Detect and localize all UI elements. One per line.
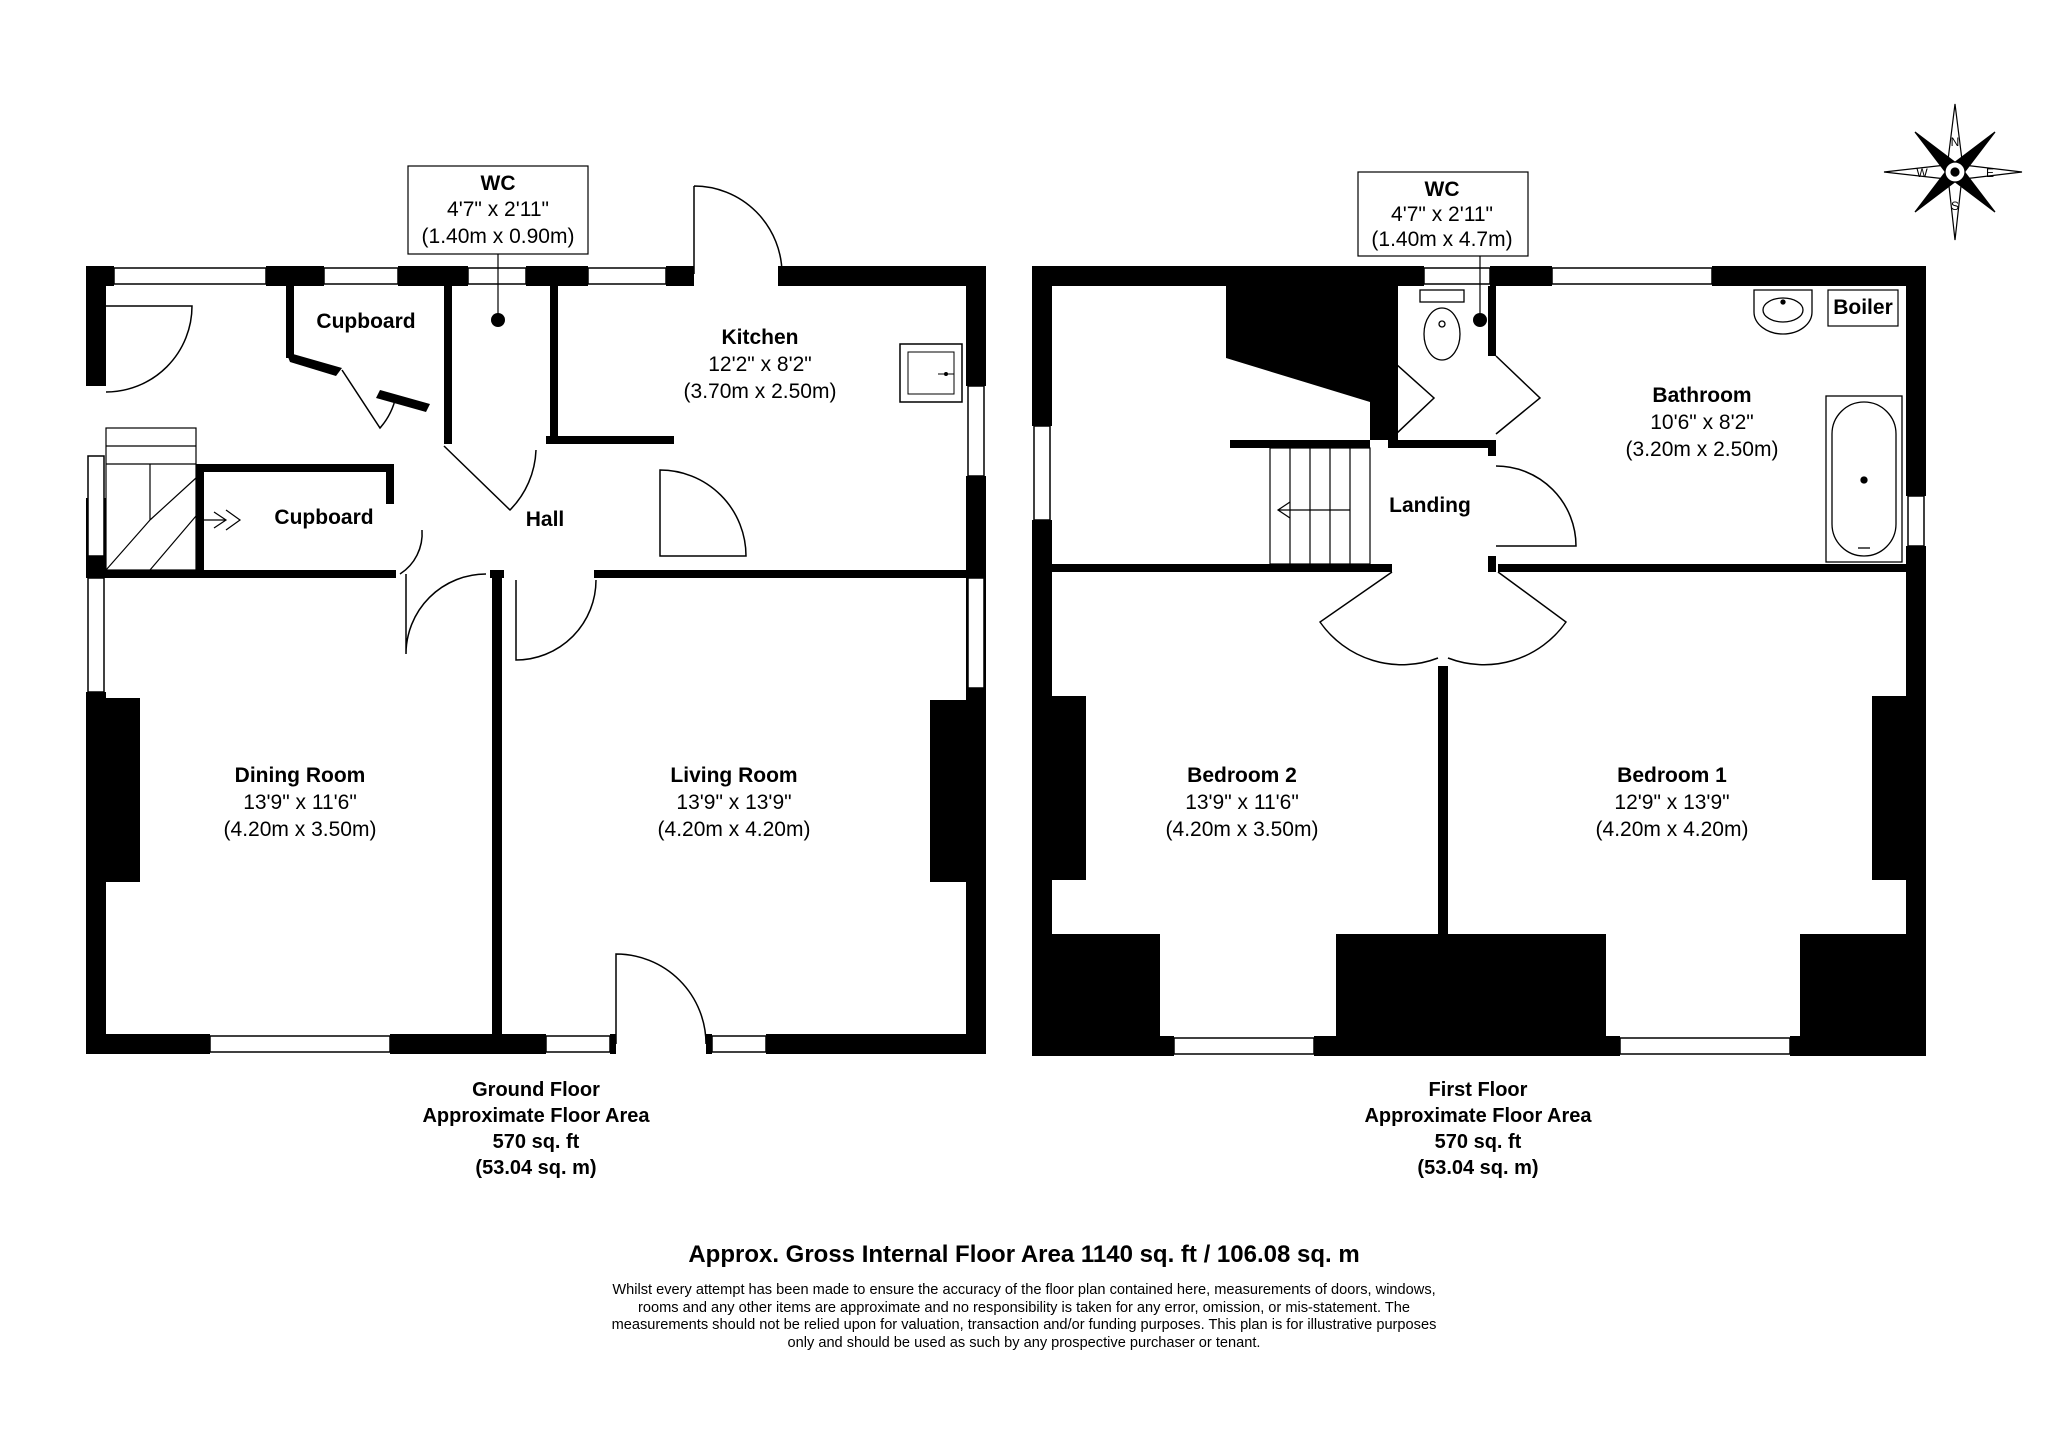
bathroom-size-metric: (3.20m x 2.50m) — [1626, 438, 1779, 461]
total-floor-area: Approx. Gross Internal Floor Area 1140 s… — [688, 1241, 1359, 1268]
cupboard-lower-name: Cupboard — [274, 506, 373, 529]
first-floor-stairs — [1269, 447, 1371, 565]
first-wc-size-imperial: 4'7" x 2'11" — [1391, 203, 1493, 226]
toilet-icon — [1419, 289, 1465, 361]
living-room-size-imperial: 13'9" x 13'9" — [676, 791, 791, 814]
basin-icon — [1753, 289, 1813, 335]
bedroom-1-size-metric: (4.20m x 4.20m) — [1596, 818, 1749, 841]
hall-name: Hall — [526, 508, 565, 531]
bedroom-2-size-imperial: 13'9" x 11'6" — [1185, 791, 1299, 814]
ground-floor-walls — [86, 266, 986, 1054]
disclaimer-line: measurements should not be relied upon f… — [611, 1317, 1437, 1333]
ground-caption-sqft: 570 sq. ft — [493, 1131, 580, 1153]
first-wc-size-metric: (1.40m x 4.7m) — [1371, 228, 1512, 251]
boiler-box — [1827, 289, 1899, 327]
compass-e-label: E — [1986, 166, 1994, 180]
disclaimer-line: Whilst every attempt has been made to en… — [612, 1282, 1436, 1298]
disclaimer-line: only and should be used as such by any p… — [787, 1334, 1261, 1351]
dining-room-size-metric: (4.20m x 3.50m) — [224, 818, 377, 841]
first-wc-label-box — [1357, 171, 1529, 257]
disclaimer: Whilst every attempt has been made to en… — [524, 1282, 1524, 1352]
kitchen-size-metric: (3.70m x 2.50m) — [684, 380, 837, 403]
ground-floor-doors — [105, 185, 783, 1045]
living-room-size-metric: (4.20m x 4.20m) — [658, 818, 811, 841]
first-floor-walls — [1032, 266, 1926, 1056]
dining-room-name: Dining Room — [235, 764, 366, 787]
dining-room-size-imperial: 13'9" x 11'6" — [243, 791, 357, 814]
ground-wc-label-box — [407, 165, 589, 255]
boiler-name: Boiler — [1833, 296, 1893, 319]
compass-s-label: S — [1951, 199, 1959, 213]
bedroom-2-name: Bedroom 2 — [1187, 764, 1297, 787]
landing-name: Landing — [1389, 494, 1471, 517]
ground-caption-title: Ground Floor — [472, 1079, 600, 1101]
first-floor-plan — [1032, 171, 1926, 1056]
kitchen-name: Kitchen — [721, 326, 798, 349]
ground-floor-windows — [87, 267, 985, 1053]
first-floor-doors — [1318, 355, 1577, 666]
bedroom-1-size-imperial: 12'9" x 13'9" — [1614, 791, 1729, 814]
compass-w-label: W — [1916, 166, 1928, 180]
cupboard-upper-name: Cupboard — [316, 310, 415, 333]
ground-wc-name: WC — [481, 172, 516, 195]
first-caption-sqft: 570 sq. ft — [1435, 1131, 1522, 1153]
ground-wc-size-metric: (1.40m x 0.90m) — [422, 225, 575, 248]
bathroom-name: Bathroom — [1652, 384, 1751, 407]
compass-n-label: N — [1951, 135, 1960, 149]
ground-floor-fixtures — [491, 246, 963, 403]
ground-floor-stairs — [105, 427, 242, 571]
bathtub-icon — [1825, 395, 1903, 563]
living-room-name: Living Room — [670, 764, 797, 787]
ground-floor-plan — [86, 165, 986, 1054]
ground-caption-sqm: (53.04 sq. m) — [475, 1157, 596, 1179]
first-caption-sqm: (53.04 sq. m) — [1417, 1157, 1538, 1179]
ground-caption-subtitle: Approximate Floor Area — [422, 1105, 650, 1127]
kitchen-size-imperial: 12'2" x 8'2" — [708, 353, 812, 376]
kitchen-sink — [899, 343, 963, 403]
bedroom-2-size-metric: (4.20m x 3.50m) — [1166, 818, 1319, 841]
first-floor-windows — [1033, 267, 1925, 1055]
bedroom-1-name: Bedroom 1 — [1617, 764, 1727, 787]
first-caption-subtitle: Approximate Floor Area — [1364, 1105, 1592, 1127]
ground-wc-size-imperial: 4'7" x 2'11" — [447, 198, 549, 221]
compass-rose-icon: N E S W — [1883, 103, 2023, 241]
disclaimer-line: rooms and any other items are approximat… — [638, 1299, 1410, 1316]
first-floor-fixtures — [1419, 246, 1903, 563]
bathroom-size-imperial: 10'6" x 8'2" — [1650, 411, 1754, 434]
first-wc-name: WC — [1425, 178, 1460, 201]
first-caption-title: First Floor — [1429, 1079, 1528, 1101]
